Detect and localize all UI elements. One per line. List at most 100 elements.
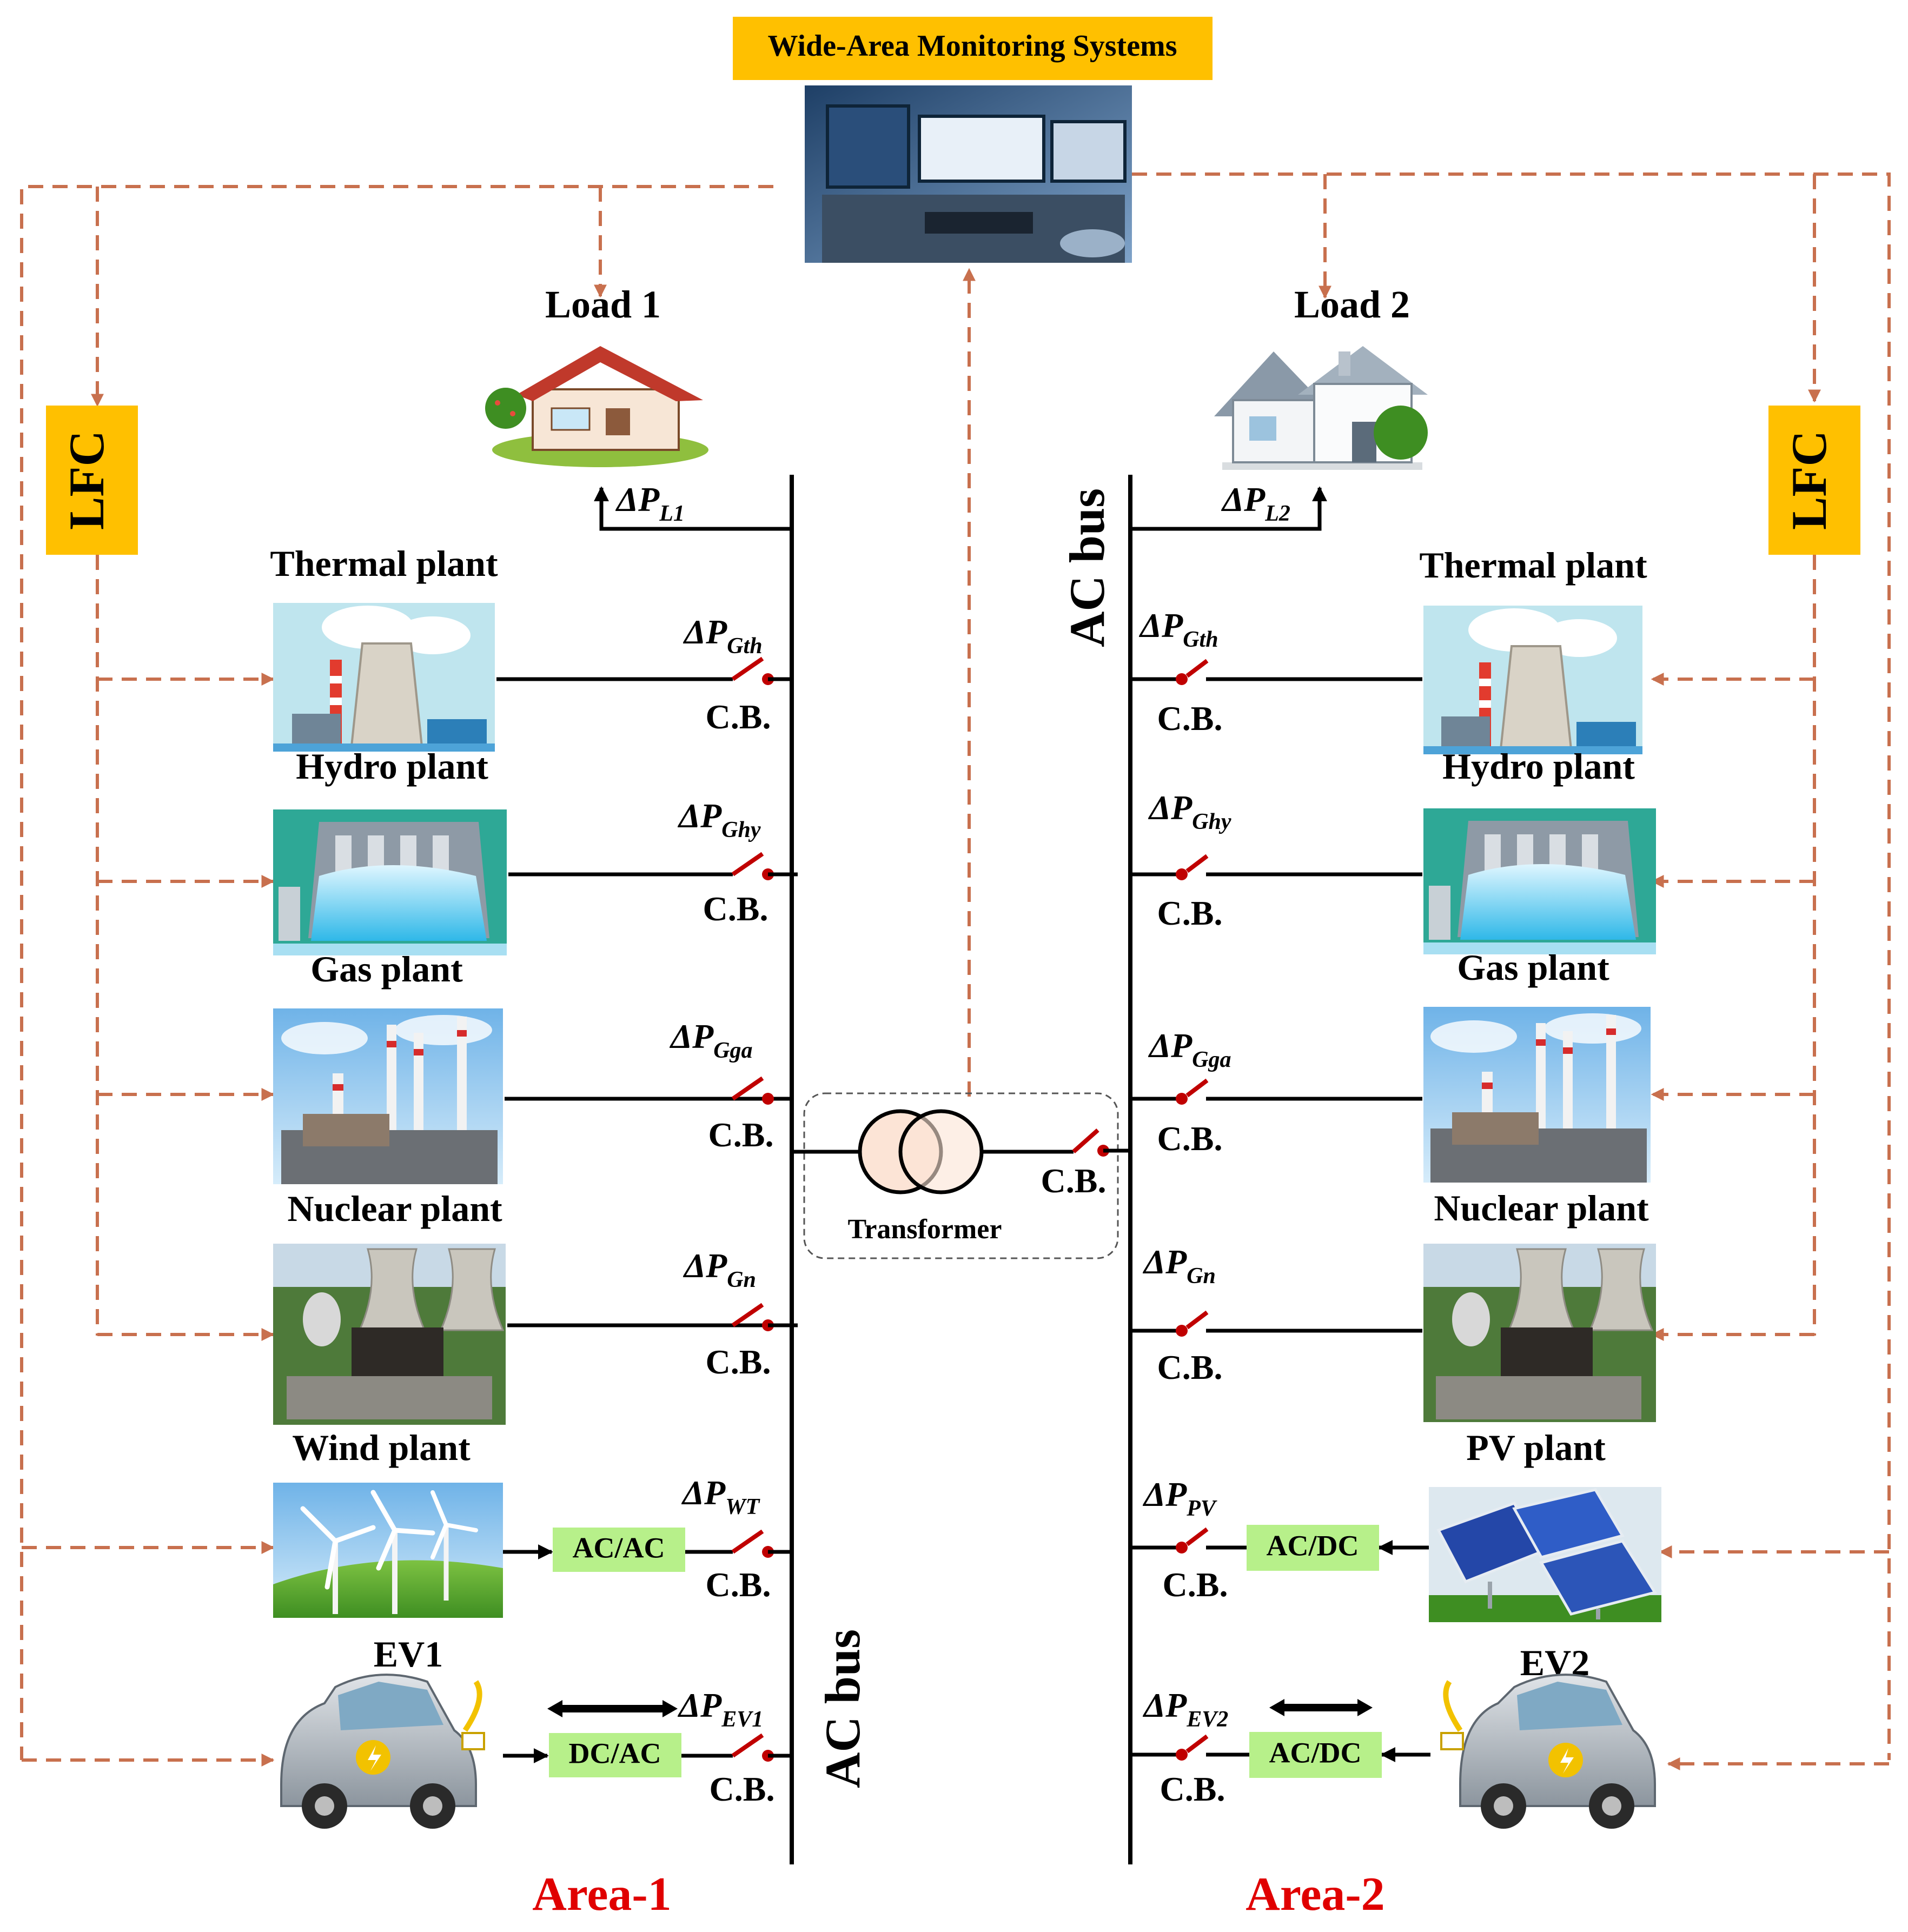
nuclear-2-label: Nuclear plant	[1434, 1187, 1649, 1229]
cb-label: C.B.	[708, 1116, 774, 1154]
unit-deltap-label: ΔPWT	[681, 1473, 761, 1519]
wams-signal-left-outer	[20, 185, 773, 1760]
gas-1-label: Gas plant	[310, 948, 463, 990]
cb-label: C.B.	[1157, 894, 1223, 932]
gas-2-label: Gas plant	[1457, 947, 1609, 988]
unit-deltap-label: ΔPEV2	[1142, 1686, 1228, 1732]
pv-converter-box	[1247, 1525, 1379, 1571]
area-2-unit-labels: ΔPGth C.B. ΔPGhy C.B. ΔPGga C.B. ΔPGn C.…	[1138, 606, 1231, 1808]
circuit-breaker-icon	[731, 852, 798, 880]
ev1-label: EV1	[374, 1634, 443, 1675]
circuit-breaker-icon	[1130, 854, 1209, 880]
hydro-dam-icon	[273, 809, 507, 955]
transformer-block: Transformer C.B.	[792, 1092, 1130, 1259]
house-with-red-roof-icon	[485, 346, 708, 467]
cb-label: C.B.	[1157, 699, 1223, 738]
unit-deltap-label: ΔPGga	[1148, 1026, 1231, 1072]
nuclear-1-label: Nuclear plant	[287, 1188, 502, 1229]
nuclear-cooling-towers-photo	[1423, 1244, 1656, 1422]
circuit-breaker-icon	[1130, 1078, 1209, 1105]
circuit-breaker-icon	[731, 1076, 774, 1105]
cb-label: C.B.	[710, 1770, 775, 1808]
unit-deltap-label: ΔPGth	[1138, 606, 1218, 652]
cb-label: C.B.	[703, 889, 769, 928]
load-1-feeder	[594, 486, 792, 531]
circuit-breaker-icon	[1130, 1310, 1209, 1337]
gas-plant-smokestacks-photo	[273, 1008, 503, 1184]
cb-label: C.B.	[706, 1565, 771, 1604]
tie-cb-label: C.B.	[1041, 1161, 1107, 1200]
area-2-label: Area-2	[1246, 1868, 1384, 1921]
area-2-breakers	[1130, 659, 1209, 1761]
circuit-breaker-icon	[731, 1733, 792, 1762]
ev1-converter-label: DC/AC	[569, 1737, 661, 1769]
area-1-breakers	[731, 656, 798, 1762]
pv-converter-label: AC/DC	[1267, 1529, 1359, 1562]
area-1-unit-labels: ΔPGth C.B. ΔPGhy C.B. ΔPGga C.B. ΔPGn C.…	[669, 613, 774, 1808]
ev1-bidirectional-arrow	[547, 1700, 678, 1717]
transformer-frame	[803, 1092, 1119, 1259]
lfc-1-label: LFC	[59, 430, 114, 530]
control-room-monitors-photo	[805, 85, 1132, 263]
hydro-2-label: Hydro plant	[1442, 746, 1635, 787]
wind-label: Wind plant	[292, 1427, 471, 1468]
thermal-plant-icon	[273, 603, 495, 752]
area-1-label: Area-1	[532, 1868, 671, 1921]
wams-signal-right-outer	[1132, 172, 1891, 1760]
wind-turbines-photo	[273, 1483, 503, 1618]
ev1-converter-box	[549, 1733, 681, 1777]
nuclear-cooling-towers-photo	[273, 1244, 506, 1425]
cb-label: C.B.	[1163, 1565, 1228, 1604]
cb-label: C.B.	[706, 1343, 771, 1381]
ev2-converter-label: AC/DC	[1269, 1736, 1362, 1769]
wams-block: Wide-Area Monitoring Systems	[733, 17, 1213, 263]
lfc-2-label: LFC	[1781, 430, 1837, 530]
unit-deltap-label: ΔPEV1	[677, 1686, 763, 1732]
cb-label: C.B.	[1157, 1119, 1223, 1158]
ev2-converter-box	[1249, 1732, 1382, 1778]
cb-label: C.B.	[1157, 1348, 1223, 1386]
circuit-breaker-icon	[731, 656, 792, 685]
control-signal-lines	[20, 172, 1891, 1770]
lfc-1-box: LFC	[46, 406, 138, 555]
circuit-breaker-icon	[1072, 1128, 1130, 1157]
hydro-dam-icon	[1423, 808, 1656, 954]
transformer-icon	[858, 1109, 984, 1194]
thermal-1-label: Thermal plant	[270, 543, 498, 584]
pv-label: PV plant	[1466, 1427, 1606, 1468]
ev2-bidirectional-arrow	[1269, 1699, 1373, 1716]
lfc-2-box: LFC	[1768, 406, 1860, 555]
circuit-breaker-icon	[1130, 1734, 1209, 1761]
svg-text:ΔPL2: ΔPL2	[1221, 480, 1290, 526]
gas-plant-smokestacks-photo	[1423, 1007, 1651, 1183]
hydro-1-label: Hydro plant	[296, 746, 488, 787]
cb-label: C.B.	[706, 698, 771, 736]
ac-bus-2-label: AC bus	[1059, 488, 1115, 647]
thermal-plant-icon	[1423, 606, 1642, 754]
circuit-breaker-icon	[1130, 1527, 1209, 1553]
unit-deltap-label: ΔPGth	[683, 613, 763, 659]
transformer-label: Transformer	[848, 1214, 1002, 1245]
thermal-2-label: Thermal plant	[1419, 545, 1647, 586]
load-2-deltap: ΔPL2	[1221, 480, 1290, 526]
solar-panels-photo	[1429, 1487, 1661, 1622]
wams-label: Wide-Area Monitoring Systems	[768, 29, 1177, 63]
unit-deltap-label: ΔPGhy	[677, 796, 761, 842]
wind-converter-box	[553, 1528, 685, 1572]
unit-deltap-label: ΔPGn	[683, 1246, 756, 1292]
load-2-label: Load 2	[1294, 283, 1410, 326]
cb-label: C.B.	[1160, 1770, 1225, 1808]
wind-converter-label: AC/AC	[573, 1531, 665, 1564]
wams-label-box	[733, 17, 1213, 80]
unit-deltap-label: ΔPGn	[1142, 1243, 1216, 1289]
circuit-breaker-icon	[1130, 659, 1209, 685]
unit-deltap-label: ΔPGhy	[1148, 788, 1231, 834]
electric-car-with-plug-icon	[1440, 1674, 1656, 1829]
load-1-label: Load 1	[545, 283, 661, 326]
svg-text:ΔPL1: ΔPL1	[615, 480, 685, 526]
circuit-breaker-icon	[731, 1529, 792, 1558]
house-with-grey-roof-icon	[1214, 346, 1428, 470]
unit-deltap-label: ΔPPV	[1142, 1475, 1217, 1521]
